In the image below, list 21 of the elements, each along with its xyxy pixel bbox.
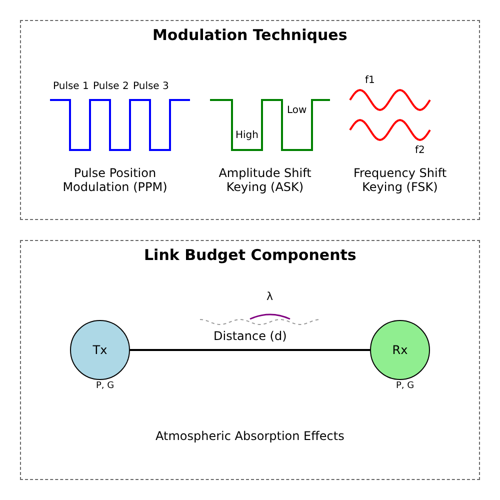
transmitter-circle: Tx: [70, 320, 130, 380]
level-label: High: [236, 130, 258, 142]
panel-title: Modulation Techniques: [152, 26, 348, 44]
level-label: Low: [287, 105, 307, 117]
pulse-label: Pulse 1: [53, 81, 89, 93]
connector-line: [130, 349, 370, 351]
frequency-label: f1: [365, 75, 375, 87]
frequency-label: f2: [415, 145, 425, 157]
pulse-label: Pulse 3: [133, 81, 169, 93]
wavelength-symbol: λ: [266, 290, 274, 303]
parameter-label: P, G: [96, 380, 114, 392]
waveform-caption: Frequency Shift Keying (FSK): [352, 166, 448, 194]
section-panel: [20, 20, 480, 220]
receiver-circle: Rx: [370, 320, 430, 380]
parameter-label: P, G: [396, 380, 414, 392]
effect-note: Atmospheric Absorption Effects: [156, 429, 344, 444]
pulse-label: Pulse 2: [93, 81, 129, 93]
waveform-caption: Amplitude Shift Keying (ASK): [218, 166, 312, 194]
panel-title: Link Budget Components: [144, 246, 356, 264]
edge-label: Distance (d): [212, 329, 289, 344]
waveform-caption: Pulse Position Modulation (PPM): [62, 166, 168, 194]
